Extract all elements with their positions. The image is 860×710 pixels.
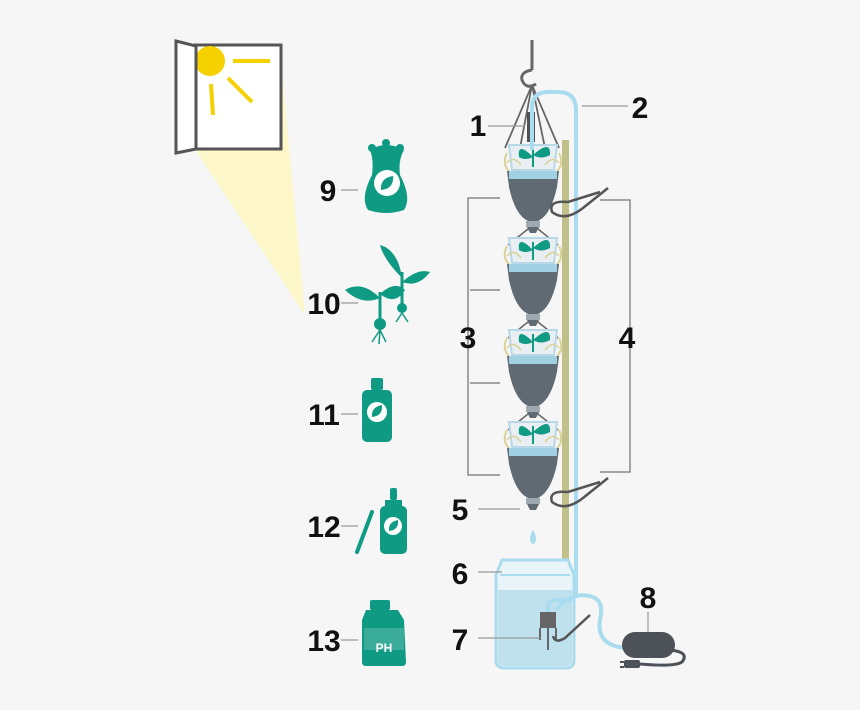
callout-5: 5: [452, 494, 469, 527]
air-tube: [554, 593, 626, 650]
callout-13: 13: [307, 625, 340, 658]
air-pump-icon: [620, 632, 686, 668]
submersible-pump-icon: [539, 612, 557, 650]
light-beam: [195, 50, 305, 315]
callout-11: 11: [308, 399, 340, 432]
callout-1: 1: [470, 110, 487, 143]
callout-7: 7: [452, 624, 469, 657]
callout-12: 12: [307, 511, 340, 544]
water-reservoir-icon: [494, 558, 576, 670]
callout-9: 9: [320, 175, 337, 208]
sun-icon: [195, 46, 270, 116]
callout-6: 6: [452, 558, 469, 591]
seedlings-icon: [345, 245, 430, 345]
water-drop: [530, 530, 536, 545]
soil-bag-icon: [364, 139, 408, 213]
window-icon: [174, 39, 283, 155]
callout-8: 8: [640, 582, 657, 615]
bracket-4: [600, 199, 631, 473]
water-tube: [530, 90, 578, 630]
ph-label: PH: [376, 641, 393, 655]
bracket-3: [467, 197, 500, 476]
leader-lines: [341, 105, 649, 641]
callout-2: 2: [632, 92, 649, 125]
nutrient-bottle-icon: [362, 378, 392, 442]
ph-jug-icon: PH: [362, 600, 406, 666]
dropper-bottle-icon: [355, 488, 407, 554]
pole-clamps: [550, 187, 609, 642]
plant-bottle-icon: [503, 144, 563, 511]
callout-4: 4: [619, 322, 636, 355]
callout-3: 3: [460, 322, 477, 355]
support-pole: [562, 140, 569, 650]
callout-10: 10: [307, 288, 340, 321]
